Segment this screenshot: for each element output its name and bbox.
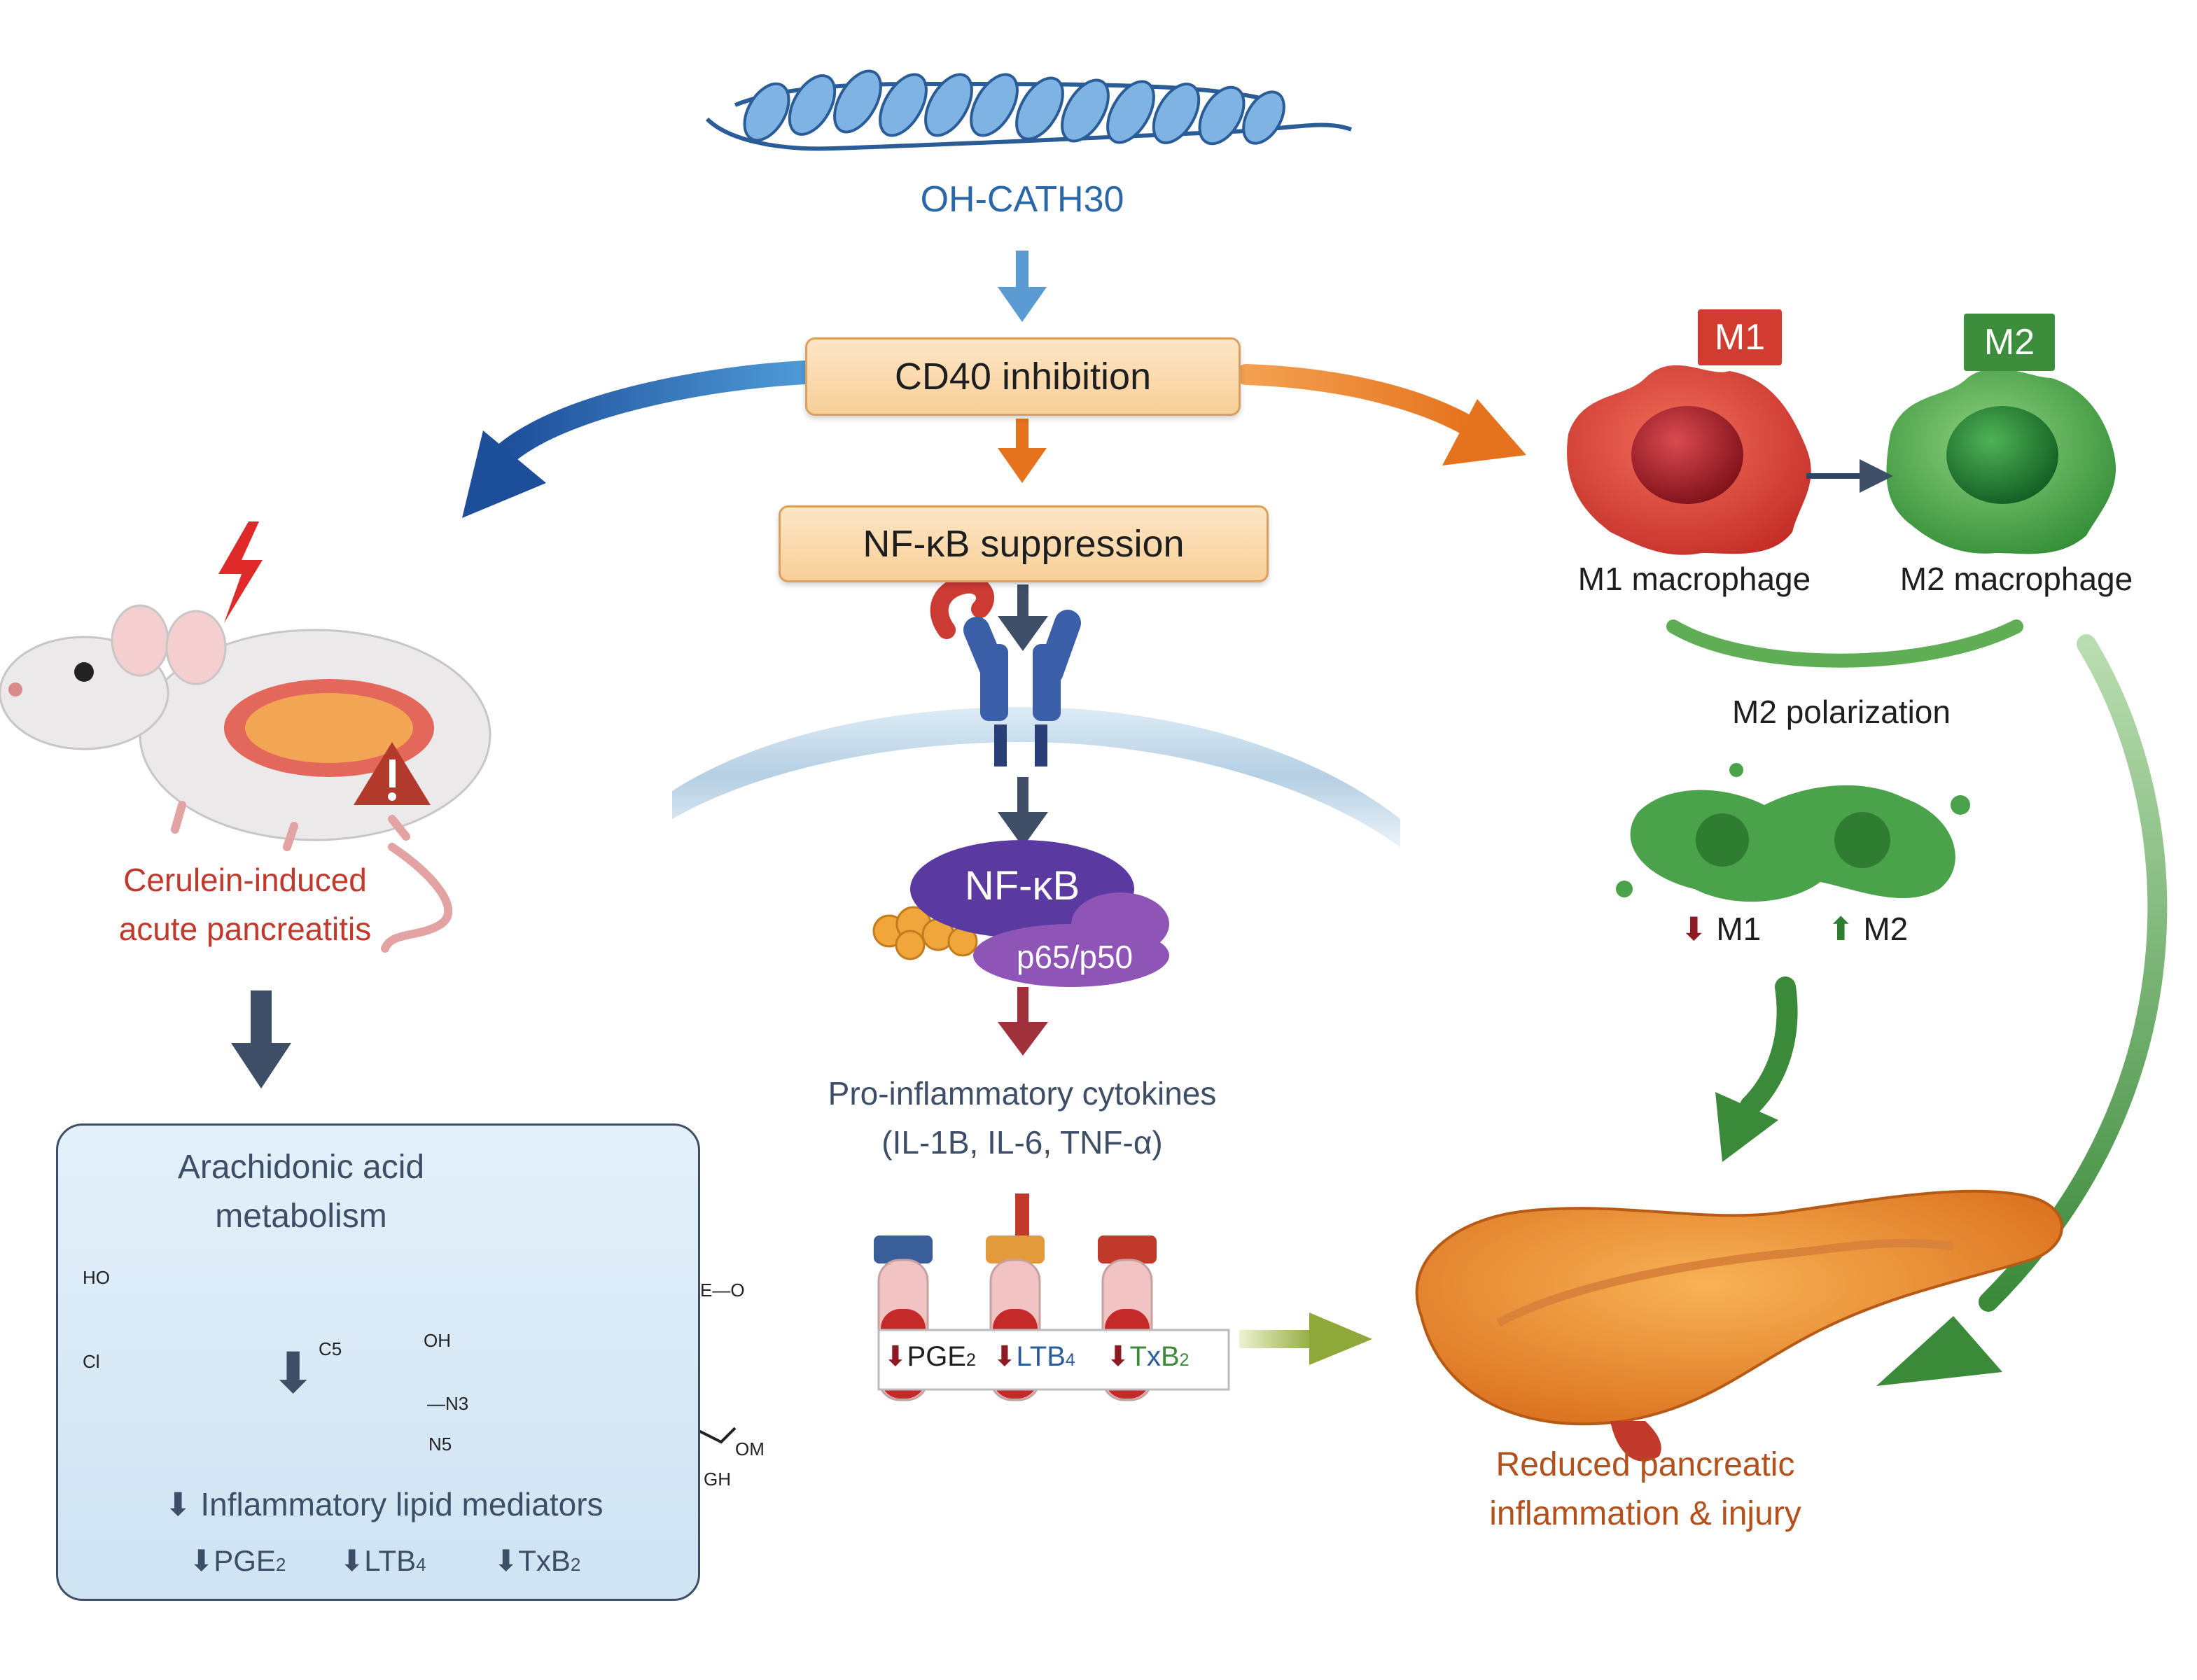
up-arrow-icon: ⬆ [1827, 911, 1855, 947]
mouse-label-line2: acute pancreatitis [118, 911, 372, 947]
panel-title-line2: metabolism [215, 1198, 387, 1235]
tube-txb2-b: B [1160, 1341, 1180, 1372]
tube-ltb4-text: LTB [1016, 1341, 1066, 1372]
peptide-helix-icon [705, 69, 1353, 151]
down-arrow-icon: ⬇ [340, 1544, 365, 1577]
chem-gh: GH [704, 1469, 731, 1490]
up-m2-indicator: ⬆ M2 [1827, 910, 1908, 948]
m2-cell-cluster [1616, 763, 1970, 902]
mediators-label: ⬇ Inflammatory lipid mediators [165, 1485, 604, 1523]
macrophage-icon [1567, 365, 2116, 555]
tube-ltb4-label: ⬇LTB4 [993, 1340, 1075, 1373]
m2-macrophage-label: M2 macrophage [1899, 561, 2133, 597]
tube-txb2-sub: 2 [1179, 1351, 1190, 1370]
panel-title-line1: Arachidonic acid [177, 1149, 425, 1186]
arrow-tubes-to-pancreas [1239, 1312, 1372, 1365]
mouse-label-line1: Cerulein-induced [123, 862, 367, 898]
tube-pge2-text: PGE [907, 1341, 966, 1372]
down-arrow-icon: ⬇ [884, 1341, 907, 1372]
down-arrow-icon: ⬇ [165, 1486, 192, 1522]
m1-macrophage-label: M1 macrophage [1577, 561, 1811, 597]
lightning-icon [218, 522, 263, 623]
down-arrow-icon: ⬇ [189, 1544, 214, 1577]
mediator-txb2-text: TxB [518, 1544, 571, 1577]
tube-txb2-x: x [1146, 1341, 1161, 1372]
arrow-receptor-to-nfkb [998, 777, 1048, 847]
tube-ltb4-sub: 4 [1065, 1351, 1075, 1370]
down-arrow-icon: ⬇ [1106, 1341, 1130, 1372]
warning-icon [354, 742, 431, 805]
outcome-line2: inflammation & injury [1489, 1495, 1801, 1532]
arrow-cytokines-to-tubes [1015, 1194, 1029, 1236]
mediator-txb2-sub: 2 [570, 1554, 581, 1575]
mediator-pge2-text: PGE [214, 1544, 276, 1577]
chem-cl: Cl [83, 1351, 100, 1372]
p65-p50-label: p65/p50 [1016, 939, 1134, 975]
cytokines-label: Pro-inflammatory cytokines [828, 1075, 1217, 1112]
mediator-pge2-sub: 2 [275, 1554, 286, 1575]
arrow-cd40-to-nfkb [998, 419, 1047, 483]
arrow-peptide-to-cd40 [998, 251, 1047, 322]
pancreas-icon [1415, 1189, 2063, 1462]
polarization-curve [1666, 620, 2023, 668]
arrow-cd40-to-mouse [462, 360, 817, 518]
chem-ho: HO [83, 1267, 110, 1288]
tube-txb2-label: ⬇TxB2 [1106, 1340, 1189, 1373]
chem-oh: OH [424, 1330, 451, 1351]
down-arrow-icon: ⬇ [993, 1341, 1017, 1372]
up-m2-text: M2 [1863, 911, 1909, 947]
chem-om: OM [735, 1438, 765, 1460]
tube-txb2-t: T [1129, 1341, 1147, 1372]
arrow-suppression-to-receptor [998, 584, 1048, 651]
tube-pge2-sub: 2 [966, 1351, 976, 1370]
down-m1-text: M1 [1716, 911, 1762, 947]
down-arrow-icon: ⬇ [494, 1544, 519, 1577]
blood-tube-icon [874, 1236, 1230, 1401]
mediator-ltb4-text: LTB [364, 1544, 417, 1577]
mediator-ltb4: ⬇LTB4 [340, 1544, 426, 1578]
m1-badge: M1 [1698, 309, 1782, 365]
down-arrow-icon: ⬇ [1680, 911, 1708, 947]
tube-pge2-label: ⬇PGE2 [884, 1340, 976, 1373]
mediators-text: Inflammatory lipid mediators [200, 1486, 604, 1522]
down-m1-indicator: ⬇ M1 [1680, 910, 1761, 948]
mediator-txb2: ⬇TxB2 [494, 1544, 580, 1578]
membrane-icon [672, 707, 1400, 847]
chem-c5: C5 [319, 1338, 342, 1359]
receptor-icon [930, 575, 1081, 766]
peptide-label: OH-CATH30 [920, 179, 1124, 220]
nfkb-label: NF-κB [964, 863, 1080, 909]
arrow-cells-to-pancreas [1715, 976, 1798, 1162]
chem-n3: —N3 [427, 1393, 469, 1414]
nfkb-complex-icon [872, 840, 1169, 987]
m2-badge: M2 [1964, 314, 2055, 371]
arrow-nfkb-to-cytokines [998, 987, 1048, 1056]
mediator-ltb4-sub: 4 [416, 1554, 426, 1575]
panel-down-arrow-icon: ⬇ [270, 1342, 317, 1404]
arrow-cd40-to-macrophage [1236, 364, 1526, 465]
arrow-m2-to-pancreas [1876, 634, 2168, 1386]
arachidonic-acid-panel [56, 1124, 700, 1601]
outcome-line1: Reduced pancreatic [1495, 1446, 1795, 1483]
arrow-mouse-to-panel [231, 990, 291, 1088]
m2-polarization-label: M2 polarization [1732, 694, 1951, 730]
cd40-inhibition-box: CD40 inhibition [805, 337, 1241, 416]
chem-e-o: E—O [700, 1280, 745, 1301]
nfkb-suppression-box: NF-κB suppression [779, 505, 1269, 582]
chem-n5: N5 [428, 1434, 452, 1455]
mediator-pge2: ⬇PGE2 [189, 1544, 286, 1578]
cytokines-list: (IL-1B, IL-6, TNF-α) [881, 1124, 1163, 1161]
